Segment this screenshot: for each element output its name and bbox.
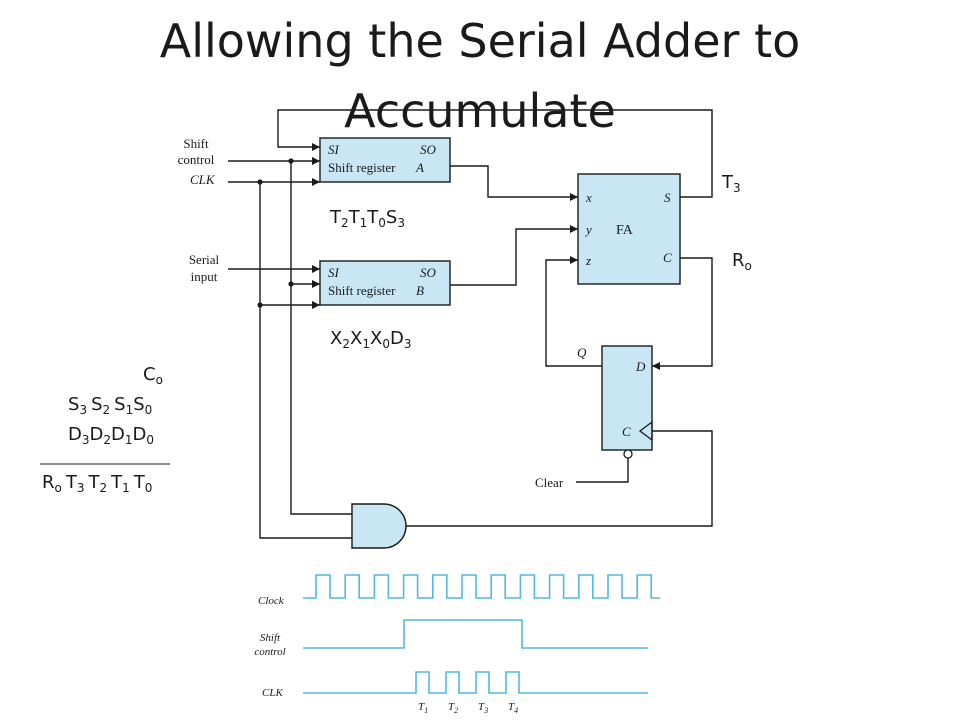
timing-shift-label-line2: control <box>254 646 285 658</box>
reg-b-so-label: SO <box>420 265 437 280</box>
junction-dot <box>288 281 294 287</box>
shift-register-a-box <box>319 137 451 183</box>
so-b-to-y-wire <box>450 228 578 286</box>
fa-z-label: z <box>585 253 591 268</box>
ff-q-label: Q <box>577 345 587 360</box>
slide-title-line1: Allowing the Serial Adder to <box>159 14 801 68</box>
clear-bubble <box>623 449 633 459</box>
arrowhead <box>312 265 320 273</box>
timing-clock-label: Clock <box>258 595 285 607</box>
pulse-label: T1 <box>418 701 428 715</box>
shift-register-b-box <box>319 260 451 306</box>
clk-waveform <box>303 671 648 694</box>
pulse-label: T4 <box>508 701 518 715</box>
shift-control-label-line2: control <box>178 152 215 167</box>
serial-input-label-line2: input <box>191 269 218 284</box>
clear-wire <box>576 458 629 483</box>
fa-name: FA <box>616 223 634 238</box>
clk-input-label: CLK <box>190 172 216 187</box>
shift-control-vertical-wire <box>290 161 352 515</box>
timing-clk-label: CLK <box>262 687 283 699</box>
fa-s-label: S <box>664 190 671 205</box>
pulse-label: T3 <box>478 701 488 715</box>
arrowhead <box>312 143 320 151</box>
serial-input-label-line1: Serial <box>189 252 220 267</box>
timing-diagram: Clock Shift control CLK T1 T2 T3 T4 <box>254 574 660 715</box>
junction-dot <box>257 302 263 308</box>
reg-a-contents-label: T2T1T0S3 <box>329 207 405 230</box>
reg-a-so-label: SO <box>420 142 437 157</box>
shift-register-b: SI SO Shift register B <box>319 260 451 306</box>
ff-d-label: D <box>635 359 646 374</box>
d-flip-flop: D Q C <box>577 345 653 459</box>
junction-dot <box>257 179 263 185</box>
and-gate <box>351 503 407 549</box>
reg-b-name: Shift register <box>328 283 396 298</box>
shift-register-a: SI SO Shift register A <box>319 137 451 183</box>
reg-b-si-label: SI <box>328 265 340 280</box>
and-to-ff-clock-wire <box>406 430 713 527</box>
pulse-label: T2 <box>448 701 458 715</box>
arrowhead <box>570 225 578 233</box>
reg-b-contents-label: X2X1X0D3 <box>330 328 411 351</box>
flip-flop-box <box>601 345 653 451</box>
reg-a-name: Shift register <box>328 160 396 175</box>
shift-control-waveform <box>303 619 648 649</box>
full-adder: x y z FA S C <box>577 173 681 285</box>
reg-a-si-label: SI <box>328 142 340 157</box>
fa-y-label: y <box>584 222 592 237</box>
arrowhead <box>570 256 578 264</box>
slide-title-line2: Accumulate <box>344 84 616 138</box>
so-a-to-x-wire <box>450 165 578 198</box>
carry-to-d-wire <box>652 257 713 367</box>
reg-a-letter: A <box>415 160 424 175</box>
timing-shift-label-line1: Shift <box>260 632 281 644</box>
q-to-z-wire <box>545 259 602 367</box>
shift-control-label-line1: Shift <box>183 136 209 151</box>
shift-control-input-label: Shift control <box>178 136 215 167</box>
sum-output-label: T3 <box>721 172 741 195</box>
clock-waveform <box>303 574 660 599</box>
arrowhead <box>312 157 320 165</box>
addition-row-carry: Co <box>143 364 163 387</box>
reg-b-letter: B <box>416 283 424 298</box>
addition-row-addend: D3D2D1D0 <box>68 424 154 447</box>
serial-input-label: Serial input <box>189 252 220 284</box>
clock-edge-triangle <box>638 420 653 442</box>
circuit-wires <box>228 109 713 539</box>
carry-output-label: Ro <box>732 250 752 273</box>
full-adder-box <box>577 173 681 285</box>
arrowhead <box>570 193 578 201</box>
clear-label: Clear <box>535 475 564 490</box>
fa-c-label: C <box>663 250 672 265</box>
sum-feedback-wire <box>277 109 713 198</box>
arrowhead <box>312 280 320 288</box>
arrowhead <box>312 178 320 186</box>
clk-vertical-wire <box>259 182 352 539</box>
junction-dot <box>288 158 294 164</box>
slide-title: Allowing the Serial Adder to Accumulate <box>0 6 960 146</box>
ff-c-label: C <box>622 424 631 439</box>
pulse-labels: T1 T2 T3 T4 <box>418 701 518 715</box>
fa-x-label: x <box>585 190 592 205</box>
arrowhead <box>312 301 320 309</box>
arrowhead <box>652 362 660 370</box>
